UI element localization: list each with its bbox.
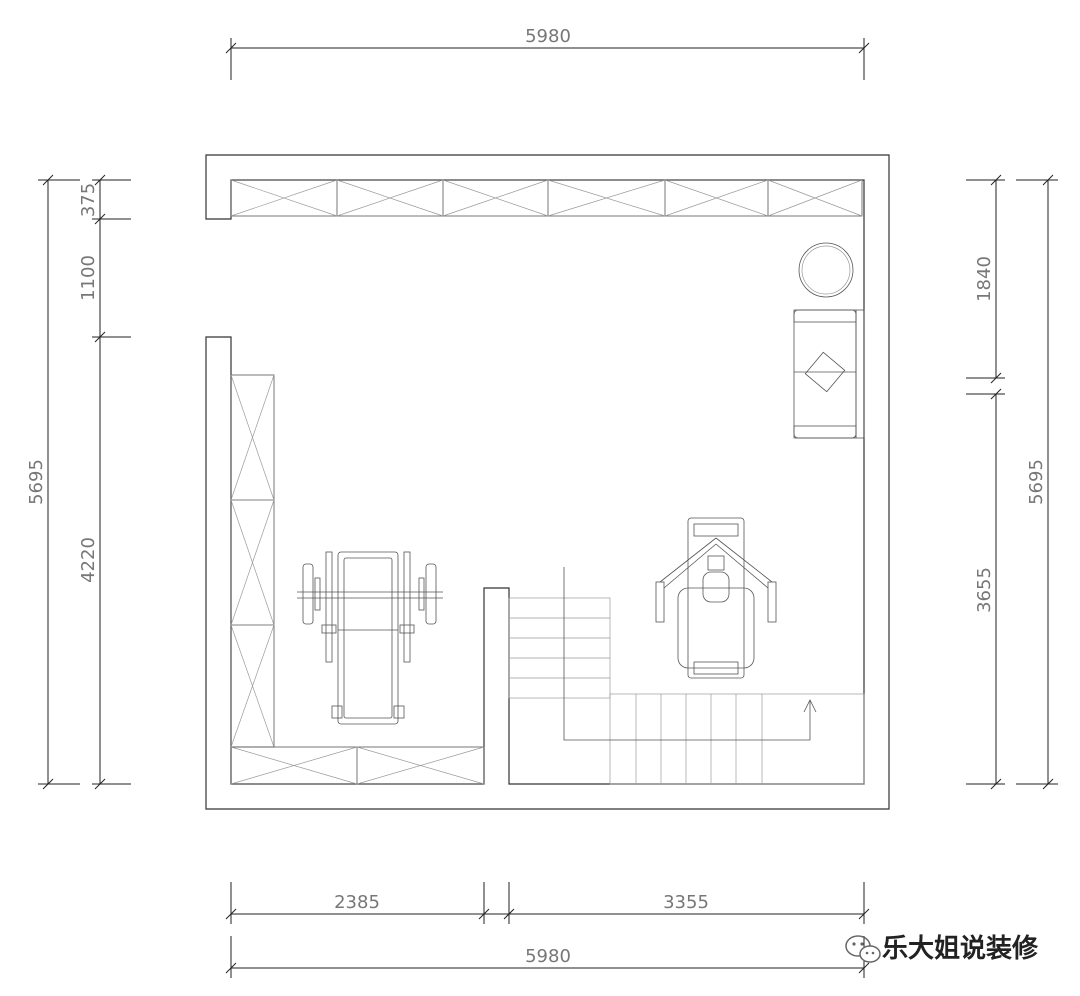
dim-bottom-left: 2385 [334, 892, 380, 913]
left-cabinet [230, 374, 275, 748]
sofa [793, 309, 865, 439]
dim-bottom-right: 3355 [663, 892, 709, 913]
dimension-lines [38, 38, 1058, 978]
bench-press [297, 551, 443, 725]
gym-machine [655, 517, 777, 679]
bottom-cabinet [230, 746, 485, 785]
walls [205, 154, 890, 810]
round-side-table [798, 242, 854, 298]
watermark-text: 乐大姐说装修 [882, 933, 1039, 964]
watermark: 乐大姐说装修 [845, 933, 1039, 964]
dim-left-total: 5695 [26, 459, 47, 505]
staircase [508, 567, 865, 785]
top-cabinet [230, 179, 863, 217]
dim-left-mid: 1100 [78, 255, 99, 301]
dim-left-top: 375 [78, 183, 99, 217]
dim-right-top: 1840 [974, 256, 995, 302]
dim-left-low: 4220 [78, 537, 99, 583]
dim-top-total: 5980 [525, 26, 571, 47]
wechat-icon [845, 935, 881, 963]
dim-right-low: 3655 [974, 567, 995, 613]
dim-right-total: 5695 [1026, 459, 1047, 505]
dim-bottom-total: 5980 [525, 946, 571, 967]
